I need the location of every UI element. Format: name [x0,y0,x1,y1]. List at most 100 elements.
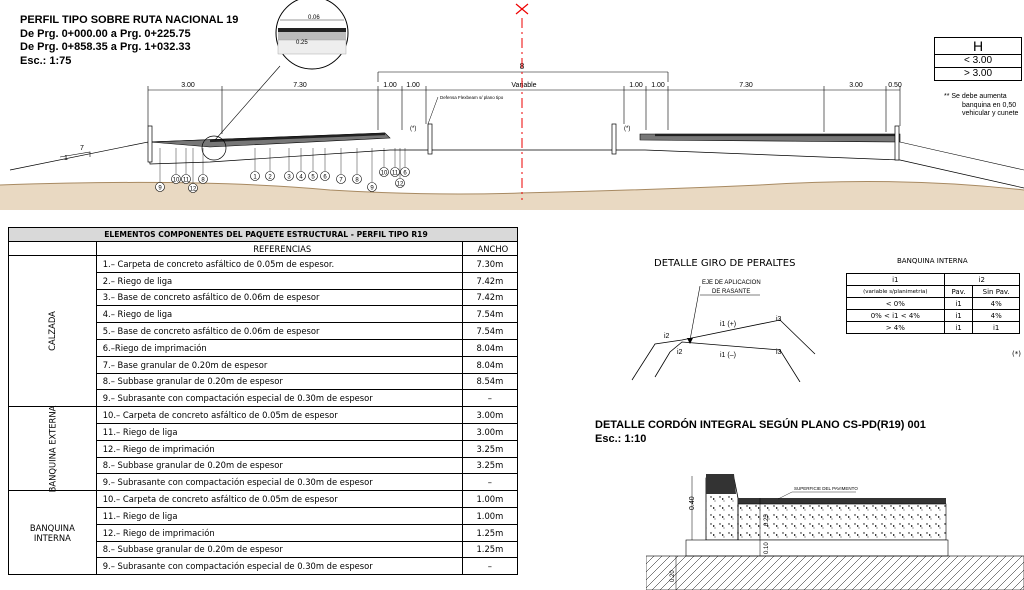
group-calzada: CALZADA [8,254,97,408]
banquina-head-i2: i2 [943,273,1021,286]
cordon-title: DETALLE CORDÓN INTEGRAL SEGÚN PLANO CS-P… [595,419,926,431]
callout-bubble [155,182,165,192]
col-width: ANCHO [461,241,519,256]
callout-bubble [296,171,306,181]
table-cell-ref: 10.– Carpeta de concreto asfáltico de 0.… [95,490,463,508]
peraltes-title: DETALLE GIRO DE PERALTES [654,258,796,269]
peralte-label: i1 (–) [720,352,736,359]
callout-number: 8 [355,177,359,183]
callout-bubble [379,167,389,177]
callout-number: 7 [339,177,343,183]
callout-bubble [181,174,191,184]
table-cell: i1 [943,309,974,322]
group-label: BANQUINA [29,522,75,533]
dim-label: 1.00 [651,82,665,89]
peralte-top-line [631,319,816,381]
callout-number: 6 [323,174,327,180]
asterisk-note: (*) [410,126,416,132]
detail-zoom-content [277,19,347,55]
table-cell-ref: 9.– Subrasante con compactación especial… [95,473,463,492]
range-2: De Prg. 0+858.35 a Prg. 1+032.33 [20,41,191,53]
guardrail-post [611,123,617,155]
table-row: BANQUINA EXTERNA 10.– Carpeta de concret… [8,405,519,492]
curb-top [706,474,736,494]
table-row: 5.– Base de concreto asfáltico de 0.06m … [9,322,519,340]
callout-bubble [198,174,208,184]
table-cell-ref: 1.– Carpeta de concreto asfáltico de 0.0… [95,255,463,273]
callout-bubble [308,171,318,181]
callout-number: 12 [397,181,404,187]
range-1: De Prg. 0+000.00 a Prg. 0+225.75 [20,27,191,40]
elements-table: ELEMENTOS COMPONENTES DEL PAQUETE ESTRUC… [8,227,519,576]
drawing-scale: Esc.: 1:75 [20,54,72,67]
peralte-label: i1 (+) [720,321,736,328]
banquina-head-sinpav: Sin Pav. [972,285,1020,298]
callout-bubble [284,171,294,181]
table-cell: i1 [943,321,974,334]
table-cell-ref: 9.– Subrasante con compactación especial… [95,557,463,576]
guardrail-post [894,125,900,161]
table-cell-width: 7.54m [461,322,519,340]
table-cell-width: 8.04m [461,338,519,357]
note-line: vehicular y cunete [962,110,1019,117]
callout-number: 2 [268,174,272,180]
dim-label: 7.30 [739,82,753,89]
callout-bubble [336,174,346,184]
axis-marker-icon [515,3,529,15]
table-cell-width: – [461,389,519,408]
asterisk-note: (*) [624,126,630,132]
callout-number: 11 [183,177,190,183]
guardrail-post [427,123,433,155]
cross-section-drawing: 8 3.00 7.30 1.00 1.00 Variable 1.00 1.00… [0,0,1024,210]
table-cell-ref: 9.– Subrasante con compactación especial… [95,389,463,408]
callout-number: 10 [381,170,388,176]
group-banquina-interna: BANQUINA INTERNA [8,490,97,576]
table-cell-width: 3.25m [461,439,519,458]
callout-number: 1 [253,174,257,180]
dim-label: 1.00 [629,82,643,89]
detail-dim: 0.06 [308,15,320,21]
dim-label: 3.00 [181,82,195,89]
callout-bubble [400,167,410,177]
table-cell-width: 3.00m [461,406,519,424]
banquina-table: i1 i2 (variable s/planimetria) Pav. Sin … [846,273,1021,334]
ground-line [0,180,1024,195]
table-cell-width: 7.54m [461,305,519,324]
table-cell-ref: 12.– Riego de imprimación [95,439,463,458]
slope-unit: 1 [64,155,68,162]
base-layer [737,503,947,541]
detail-dim: 0.25 [296,40,308,46]
col-references: REFERENCIAS [95,241,463,256]
callout-number: 5 [311,174,315,180]
table-cell-width: 8.04m [461,355,519,374]
eje-label: EJE DE APLICACION [702,280,761,286]
table-cell-ref: 12.– Riego de imprimación [95,523,463,542]
table-cell: 4% [972,309,1020,322]
subbase-layer [685,539,949,557]
table-cell-ref: 5.– Base de concreto asfáltico de 0.06m … [95,322,463,340]
table-row: 9.– Subrasante con compactación especial… [9,557,519,576]
banquina-head-pav: Pav. [943,285,974,298]
callout-bubble [188,183,198,193]
peralte-bottom-line [654,341,801,382]
side-note: ** Se debe aumenta banquina en 0,50 vehi… [944,93,1018,119]
callout-bubble [250,171,260,181]
subgrade-layer [646,555,1024,590]
callout-bubble [390,167,400,177]
callout-bubble [265,171,275,181]
peralte-label: i3 [776,316,782,323]
table-row: 3.– Base de concreto asfáltico de 0.06m … [9,288,519,307]
peraltes-diagram: EJE DE APLICACION DE RASANTE i2 i2 i1 (+… [631,280,816,382]
table-cell-ref: 8.– Subbase granular de 0.20m de espesor [95,540,463,559]
table-cell-ref: 4.– Riego de liga [95,305,463,324]
table-cell-ref: 11.– Riego de liga [95,506,463,525]
peralte-label: i3 [776,349,782,356]
callout-number: 9 [370,185,374,191]
cordon-drawing: 0.40 0.25 0.10 0.20 SUPERFICIE DEL PAVIM… [646,474,1024,590]
drawing-title: PERFIL TIPO SOBRE RUTA NACIONAL 19 [20,14,239,26]
table-cell: 4% [972,297,1020,310]
cordon-dim: 0.20 [670,570,676,582]
callout-bubble [395,178,405,188]
